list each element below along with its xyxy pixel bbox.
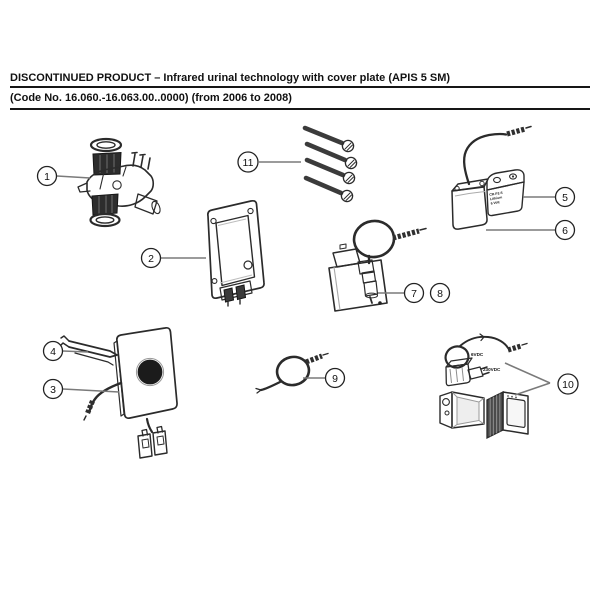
part-power-supply: 6VDC 230VDC — [439, 333, 529, 440]
cable-plug — [392, 228, 420, 241]
callout-4-number: 4 — [50, 346, 56, 358]
leader-10 — [504, 362, 551, 396]
battery-terminal — [493, 176, 501, 184]
callout-3-number: 3 — [50, 384, 56, 396]
leader-1 — [56, 175, 91, 179]
adapter-wire — [459, 335, 509, 349]
leader-4 — [62, 350, 89, 353]
part-screws — [302, 125, 358, 203]
subtitle-divider — [10, 108, 590, 110]
terminal-block — [137, 433, 153, 459]
screw-head — [344, 156, 358, 170]
frame-clip — [223, 287, 235, 303]
code-subtitle: (Code No. 16.060.-16.063.00..0000) (from… — [10, 92, 292, 104]
callout-10: 10 — [557, 373, 579, 395]
battery-label-line1: CR-P2-S — [489, 191, 504, 197]
outlet-spout — [134, 193, 158, 215]
callout-6-number: 6 — [562, 225, 568, 237]
screw-head — [341, 139, 355, 153]
callout-7: 7 — [403, 282, 425, 304]
infrared-sensor-window — [137, 359, 163, 385]
module-body — [328, 259, 388, 312]
callout-11-number: 11 — [243, 157, 254, 169]
output-voltage-label: 6VDC — [471, 352, 484, 357]
transformer-ribs — [486, 390, 504, 440]
leader-lines — [56, 161, 555, 396]
battery-label-line3: 6 Volt — [490, 200, 500, 205]
callout-9: 9 — [324, 367, 346, 389]
callout-1: 1 — [36, 165, 58, 187]
input-voltage-label: 230VDC — [483, 367, 501, 372]
transformer-front — [502, 391, 529, 435]
junction-box-side — [439, 391, 453, 429]
frame-opening — [215, 214, 256, 287]
leader-3 — [62, 388, 120, 393]
battery-top — [486, 169, 525, 191]
callout-6: 6 — [554, 219, 576, 241]
cable-plug — [84, 400, 95, 416]
part-battery-holder — [451, 125, 532, 230]
cable-plug — [507, 343, 522, 353]
o-ring-bottom — [89, 212, 121, 228]
mains-plug — [467, 366, 484, 380]
callout-1-number: 1 — [44, 171, 50, 183]
part-solenoid-module — [328, 219, 427, 312]
part-cover-plate — [83, 326, 178, 459]
frame-outer — [206, 199, 265, 300]
o-ring-top — [89, 137, 123, 153]
callout-5-number: 5 — [562, 192, 568, 204]
plate-face — [115, 326, 178, 420]
cable-plug — [506, 126, 526, 137]
callout-8: 8 — [429, 282, 451, 304]
part-connection-cable — [255, 352, 329, 394]
callout-4: 4 — [42, 340, 64, 362]
battery-label-line2: Lithium — [490, 195, 503, 201]
frame-clip — [235, 284, 247, 301]
page-title: DISCONTINUED PRODUCT – Infrared urinal t… — [10, 72, 451, 84]
screw-head — [340, 189, 354, 203]
callout-10-number: 10 — [562, 379, 574, 391]
threaded-outlet — [91, 193, 119, 216]
terminal-block — [152, 430, 168, 456]
holder-cable — [462, 132, 508, 186]
adapter-body — [445, 363, 471, 387]
battery-front — [486, 181, 525, 217]
part-mounting-frame — [206, 199, 265, 307]
adapter-coil — [444, 345, 470, 369]
callout-8-number: 8 — [437, 288, 443, 300]
screw-head — [342, 171, 356, 185]
callout-2-number: 2 — [148, 253, 154, 265]
callout-7-number: 7 — [411, 288, 417, 300]
callout-9-number: 9 — [332, 373, 338, 385]
part-mounting-tool — [59, 335, 118, 366]
part-battery: CR-P2-S Lithium 6 Volt — [486, 169, 525, 217]
part-flush-valve — [77, 137, 161, 228]
battery-terminal — [509, 173, 517, 180]
holder-body — [451, 185, 488, 230]
callouts: 1 2 3 4 5 6 7 — [36, 151, 579, 400]
callout-5: 5 — [554, 186, 576, 208]
coiled-cable — [352, 219, 396, 259]
title-divider — [10, 86, 590, 88]
callout-3: 3 — [42, 378, 64, 400]
valve-fitting — [363, 280, 379, 297]
callout-11: 11 — [237, 151, 259, 173]
sensor-cable — [88, 381, 123, 413]
connector-cable — [145, 417, 154, 434]
cable-plug — [305, 353, 323, 365]
callout-2: 2 — [140, 247, 162, 269]
